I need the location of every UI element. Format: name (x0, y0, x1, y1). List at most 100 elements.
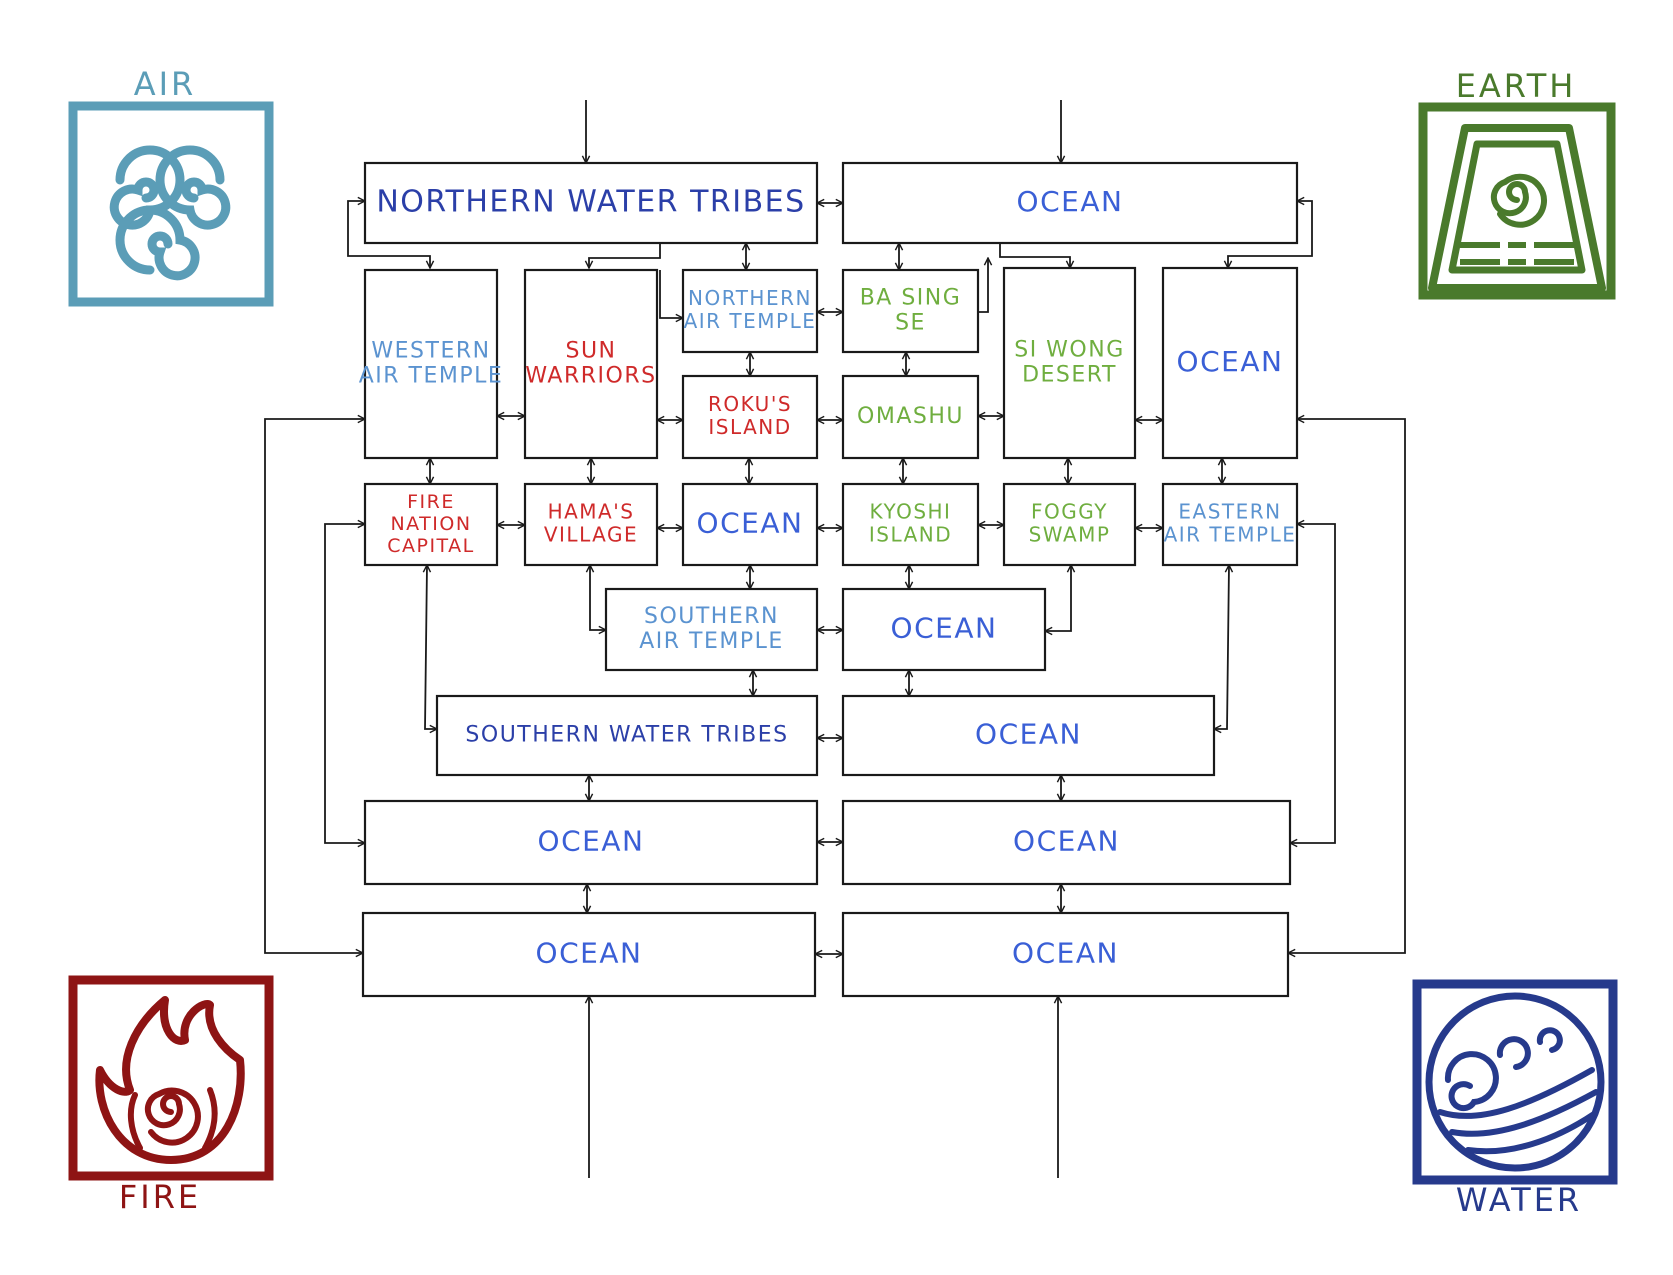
region-box-frame (841, 799, 1292, 886)
region-box-frame (435, 694, 819, 777)
region-label-line: SOUTHERN WATER TRIBES (465, 723, 788, 748)
region-box-frame (1161, 482, 1299, 567)
region-label-line: NORTHERN (688, 286, 812, 310)
region-label-line: AIR TEMPLE (639, 629, 784, 654)
region-box-frame (841, 694, 1216, 777)
water-wave-icon (1412, 979, 1618, 1185)
region-label-line: SI WONG (1014, 337, 1125, 362)
region-label-line: SE (895, 311, 926, 336)
link-nwt-sun-warriors (589, 243, 661, 268)
node-ocean-lower-right: OCEAN (841, 799, 1292, 886)
region-box-frame (604, 587, 819, 672)
region-box-frame (1161, 266, 1299, 460)
node-northern-water-tribes: NORTHERN WATER TRIBES (363, 161, 819, 245)
node-ocean-center: OCEAN (681, 482, 819, 567)
region-box-frame (363, 799, 819, 886)
link-ocean-top-ocean-right (1228, 201, 1313, 268)
region-label-line: NORTHERN WATER TRIBES (376, 185, 805, 220)
region-box-frame (363, 161, 819, 245)
region-label-line: VILLAGE (544, 523, 638, 547)
region-boxes: NORTHERN WATER TRIBES OCEAN WESTERN AIR T… (359, 161, 1299, 998)
fire-emblem: FIRE (68, 975, 274, 1216)
region-label-line: WARRIORS (525, 364, 656, 389)
node-omashu: OMASHU (841, 374, 980, 460)
region-box-frame (363, 268, 499, 460)
air-label: AIR (134, 65, 197, 103)
node-ocean-south-right: OCEAN (841, 694, 1216, 777)
node-ocean-top: OCEAN (841, 161, 1299, 245)
region-label-line: AIR TEMPLE (1164, 523, 1297, 547)
region-label-line: AIR TEMPLE (684, 309, 817, 333)
node-ocean-lower-left: OCEAN (363, 799, 819, 886)
air-emblem: AIR (68, 65, 274, 307)
region-box-frame (523, 268, 659, 460)
region-box-frame (363, 482, 499, 567)
air-swirl-icon (68, 101, 274, 307)
node-southern-water-tribes: SOUTHERN WATER TRIBES (435, 694, 819, 777)
link-western-air-temple-ocean-bottom-left (264, 419, 365, 953)
region-label-line: OCEAN (1013, 825, 1120, 858)
link-nwt-western-air-temple (347, 201, 430, 268)
fire-flame-icon (68, 975, 274, 1181)
node-ocean-bottom-left: OCEAN (361, 911, 817, 998)
water-emblem: WATER (1412, 979, 1618, 1219)
region-label-line: OMASHU (857, 404, 964, 429)
region-label-line: FOGGY (1031, 500, 1108, 524)
region-label-line: OCEAN (697, 507, 804, 540)
link-ocean-top-si-wong-desert (999, 243, 1070, 268)
region-box-frame (681, 482, 819, 567)
region-label-line: ISLAND (869, 523, 952, 547)
region-label-line: OCEAN (1017, 185, 1124, 218)
region-box-frame (841, 161, 1299, 245)
region-label-line: FIRE (407, 491, 455, 513)
region-box-frame (841, 374, 980, 460)
region-label-line: OCEAN (536, 937, 643, 970)
link-ocean-right-ocean-bottom-right (1288, 419, 1406, 953)
connections (264, 100, 1406, 1178)
region-label-line: EASTERN (1178, 500, 1281, 524)
fire-label: FIRE (119, 1178, 201, 1216)
region-label-line: NATION (390, 513, 471, 535)
water-label: WATER (1456, 1181, 1582, 1219)
region-label-line: DESERT (1022, 363, 1117, 388)
link-ba-sing-se-si-wong-desert (978, 258, 988, 313)
region-label-line: SOUTHERN (644, 604, 779, 629)
node-ocean-mid: OCEAN (841, 587, 1047, 672)
link-foggy-swamp-ocean-mid (1045, 565, 1071, 631)
region-box-frame (1002, 266, 1137, 460)
region-box-frame (841, 482, 980, 567)
link-eastern-air-temple-ocean-lower-right (1290, 524, 1336, 843)
region-box-frame (1002, 482, 1137, 567)
region-label-line: KYOSHI (870, 500, 952, 524)
region-label-line: WESTERN (371, 338, 490, 363)
region-label-line: ISLAND (708, 415, 791, 439)
region-label-line: SWAMP (1029, 523, 1111, 547)
region-label-line: CAPITAL (387, 535, 475, 557)
node-ocean-right-tall: OCEAN (1161, 266, 1299, 460)
earth-trapezoid-icon (1418, 102, 1616, 300)
link-fire-nation-capital-ocean-lower-left (324, 524, 365, 843)
region-label-line: HAMA'S (548, 500, 635, 524)
region-label-line: OCEAN (891, 612, 998, 645)
region-label-line: BA SING (860, 285, 962, 310)
region-label-line: OCEAN (1012, 937, 1119, 970)
region-box-frame (841, 587, 1047, 672)
region-box-frame (523, 482, 659, 567)
region-label-line: OCEAN (538, 825, 645, 858)
link-fire-nation-capital-southern-water-tribes (425, 565, 437, 729)
node-ocean-bottom-right: OCEAN (841, 911, 1290, 998)
region-box-frame (841, 911, 1290, 998)
region-box-frame (841, 268, 980, 354)
region-label-line: SUN (565, 338, 616, 363)
region-label-line: OCEAN (1177, 345, 1284, 378)
